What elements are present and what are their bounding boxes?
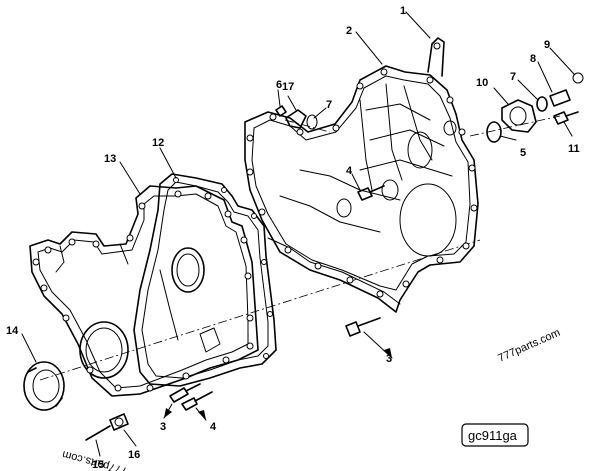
label-3-lower: 3	[160, 421, 166, 433]
label-6: 6	[276, 79, 282, 91]
label-7-left: 7	[326, 99, 332, 111]
part-number-labels: 1 2 3 3 4 4 5 6 7 7 8 9 10 11 12 13 14 1…	[6, 5, 580, 471]
breather-fitting	[275, 105, 318, 130]
label-14: 14	[6, 325, 19, 337]
gasket	[133, 173, 277, 387]
label-9: 9	[544, 39, 550, 51]
label-11: 11	[568, 143, 580, 155]
label-17: 17	[282, 81, 294, 93]
capscrew-housing	[357, 185, 385, 201]
label-7-right: 7	[510, 71, 516, 83]
reference-code-box: gc911ga	[461, 423, 529, 447]
front-cover	[29, 185, 259, 397]
label-3-right: 3	[386, 353, 392, 365]
leader-lines	[21, 11, 575, 457]
label-2: 2	[346, 25, 352, 37]
right-fittings	[486, 72, 584, 143]
label-4-lower: 4	[210, 421, 217, 433]
label-16: 16	[128, 449, 140, 461]
watermark-main: 777parts.com	[496, 327, 562, 365]
center-lines	[39, 115, 561, 381]
label-8: 8	[530, 53, 536, 65]
label-12: 12	[152, 137, 164, 149]
bolt-15-16	[85, 413, 129, 441]
crank-seal	[23, 361, 65, 411]
label-10: 10	[476, 77, 488, 89]
gear-housing	[244, 37, 479, 313]
lower-capscrews	[169, 383, 213, 411]
label-13: 13	[104, 153, 116, 165]
watermark-corner: 777parts.com	[61, 448, 128, 471]
capscrew-right	[345, 317, 381, 337]
arrows	[164, 348, 392, 420]
label-4-housing: 4	[346, 165, 353, 177]
label-5: 5	[520, 147, 526, 159]
label-1: 1	[400, 5, 406, 17]
reference-code: gc911ga	[468, 428, 518, 443]
label-15: 15	[92, 459, 104, 471]
